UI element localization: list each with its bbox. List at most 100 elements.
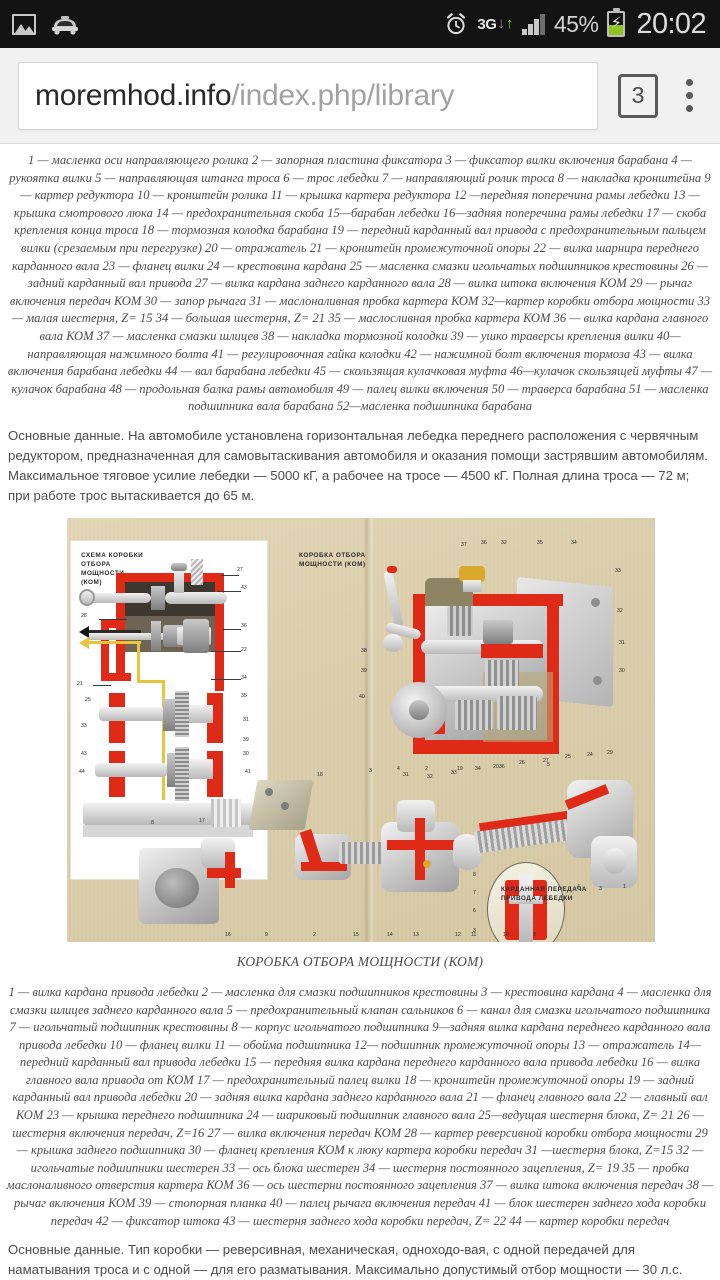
diagram-number: 19 <box>457 765 463 772</box>
technical-diagram-image[interactable]: СХЕМА КОРОБКИ ОТБОРА МОЩНОСТИ (КОМ) <box>67 517 655 942</box>
diagram-number: 14 <box>387 931 393 938</box>
diagram-number: 30 <box>619 667 625 674</box>
diagram-number: 9 <box>265 931 268 938</box>
diagram-number: 7 <box>473 889 476 896</box>
diagram-number: 6 <box>473 907 476 914</box>
diagram-number: 35 <box>537 539 543 546</box>
car-icon <box>50 12 80 36</box>
status-clock: 20:02 <box>636 7 706 40</box>
diagram-number: 26 <box>519 759 525 766</box>
diagram-number: 32 <box>427 773 433 780</box>
diagram-number: 27 <box>237 566 243 573</box>
diagram-number: 35 <box>241 692 247 699</box>
diagram-number: 3 <box>473 927 476 934</box>
diagram-number: 25 <box>565 753 571 760</box>
status-system-icons: 3G ↓ ↑ 45% ⚡ 20:02 <box>444 7 710 40</box>
inset-title-label: СХЕМА КОРОБКИ ОТБОРА МОЩНОСТИ (КОМ) <box>81 551 144 586</box>
body-paragraph-two: Основные данные. Тип коробки — реверсивн… <box>8 1242 683 1278</box>
diagram-number: 22 <box>241 646 247 653</box>
body-paragraph-one: Основные данные. На автомобиле установле… <box>8 427 708 503</box>
signal-bars-icon <box>522 13 545 35</box>
battery-percent-label: 45% <box>553 10 599 37</box>
data-down-arrow-icon: ↓ <box>497 15 505 33</box>
diagram-number: 12 <box>455 931 461 938</box>
network-3g-icon: 3G ↓ ↑ <box>477 15 514 33</box>
diagram-number: 34 <box>241 674 247 681</box>
diagram-number: 28 <box>81 612 87 619</box>
kardan-title-label: КАРДАННАЯ ПЕРЕДАЧА ПРИВОДА ЛЕБЕДКИ <box>501 885 587 902</box>
diagram-number: 33 <box>81 722 87 729</box>
image-icon <box>12 13 36 35</box>
url-text: moremhod.info/index.php/library <box>35 78 455 113</box>
alarm-clock-icon <box>444 12 468 36</box>
diagram-number: 36 <box>241 622 247 629</box>
diagram-number: 43 <box>81 750 87 757</box>
legend-paragraph-two: 1 — вилка кардана привода лебедки 2 — ма… <box>6 984 714 1228</box>
diagram-number: 2 <box>425 765 428 772</box>
diagram-number: 43 <box>241 584 247 591</box>
battery-charging-icon: ⚡ <box>607 8 626 37</box>
diagram-number: 44 <box>79 768 85 775</box>
diagram-number: 3 <box>369 767 372 774</box>
diagram-number: 36 <box>481 539 487 546</box>
diagram-number: 29 <box>607 749 613 756</box>
charging-bolt-icon: ⚡ <box>610 15 623 32</box>
figure-container: СХЕМА КОРОБКИ ОТБОРА МОЩНОСТИ (КОМ) <box>0 517 720 942</box>
diagram-number: 10 <box>503 931 509 938</box>
diagram-number: 41 <box>245 768 251 775</box>
tab-count-label: 3 <box>631 82 645 108</box>
diagram-number: 31 <box>403 771 409 778</box>
url-host: moremhod.info <box>35 78 232 112</box>
legend-paragraph-one: 1 — масленка оси направляющего ролика 2 … <box>7 153 713 414</box>
diagram-number: 20 <box>493 763 499 770</box>
diagram-number: 16 <box>225 931 231 938</box>
url-bar[interactable]: moremhod.info/index.php/library <box>18 61 598 130</box>
diagram-number: 39 <box>361 667 367 674</box>
diagram-number: 11 <box>471 931 477 938</box>
diagram-number: 18 <box>317 771 323 778</box>
network-type-label: 3G <box>477 15 497 33</box>
diagram-number: 32 <box>501 539 507 546</box>
diagram-number: 4 <box>397 765 400 772</box>
browser-toolbar: moremhod.info/index.php/library 3 <box>0 48 720 144</box>
diagram-number: 37 <box>461 541 467 548</box>
url-path: /index.php/library <box>231 78 455 112</box>
diagram-number: 25 <box>85 696 91 703</box>
diagram-number: 34 <box>571 539 577 546</box>
diagram-number: 8 <box>151 819 154 826</box>
diagram-number: 15 <box>353 931 359 938</box>
web-page-content: 1 — масленка оси направляющего ролика 2 … <box>0 144 720 1280</box>
diagram-number: 32 <box>617 607 623 614</box>
diagram-number: 27 <box>543 757 549 764</box>
diagram-number: 17 <box>199 817 205 824</box>
data-up-arrow-icon: ↑ <box>505 15 514 33</box>
diagram-number: 31 <box>619 639 625 646</box>
diagram-number: 3 <box>599 885 602 892</box>
diagram-number: 36 <box>499 763 505 770</box>
page-crease <box>363 517 375 942</box>
diagram-number: 4 <box>577 883 580 890</box>
android-status-bar: 3G ↓ ↑ 45% ⚡ 20:02 <box>0 0 720 48</box>
driveshaft-assembly: 18 3 4 2 19 20 5 8 7 6 3 4 3 1 8 17 <box>139 762 647 942</box>
tab-switcher-button[interactable]: 3 <box>618 73 658 118</box>
lower-number-row: 16 9 2 15 14 13 12 11 10 9 <box>217 932 547 942</box>
diagram-number: 24 <box>587 751 593 758</box>
diagram-number: 2 <box>313 931 316 938</box>
diagram-number: 13 <box>413 931 419 938</box>
status-notification-icons <box>12 12 80 36</box>
figure-caption: КОРОБКА ОТБОРА МОЩНОСТИ (КОМ) <box>236 953 484 969</box>
diagram-number: 34 <box>475 765 481 772</box>
diagram-number: 33 <box>451 769 457 776</box>
diagram-number: 30 <box>243 750 249 757</box>
diagram-number: 31 <box>243 716 249 723</box>
diagram-number: 9 <box>533 931 536 938</box>
kom-title-label: КОРОБКА ОТБОРА МОЩНОСТИ (КОМ) <box>299 551 366 568</box>
diagram-number: 21 <box>77 680 83 687</box>
diagram-number: 40 <box>359 693 365 700</box>
diagram-number: 8 <box>473 871 476 878</box>
diagram-number: 39 <box>243 736 249 743</box>
diagram-number: 5 <box>547 761 550 768</box>
diagram-number: 33 <box>615 567 621 574</box>
kebab-menu-icon[interactable] <box>676 79 706 112</box>
diagram-number: 38 <box>361 647 367 654</box>
